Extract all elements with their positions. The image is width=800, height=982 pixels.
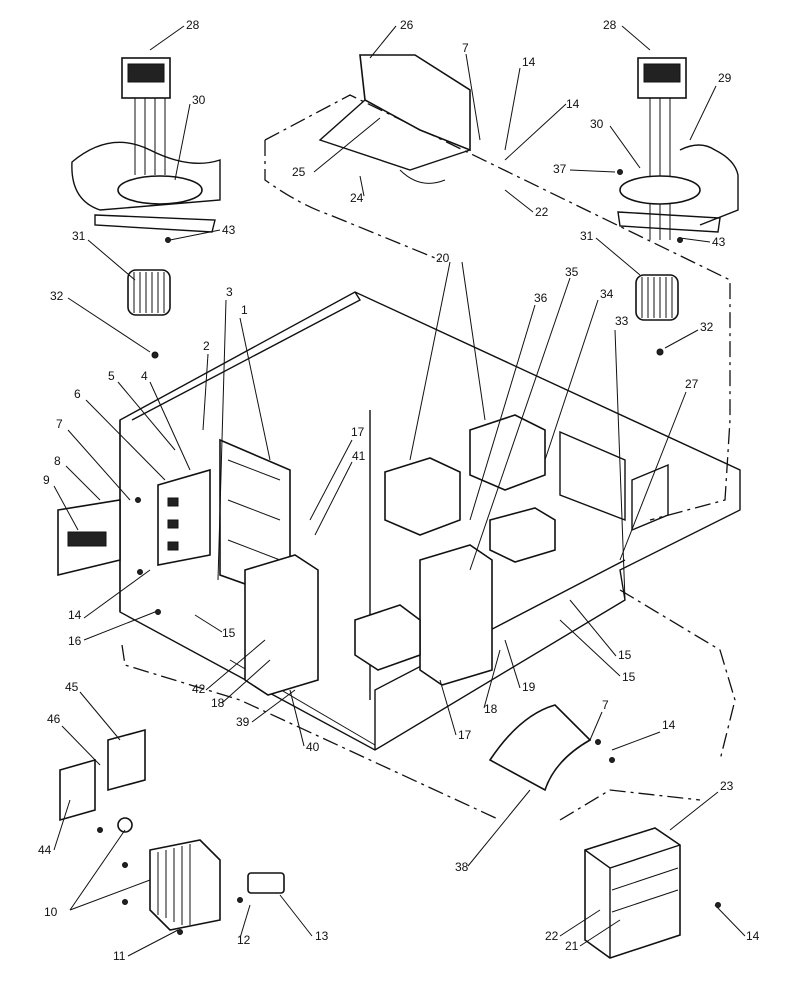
callout: 6 [74, 387, 81, 401]
door-panel-38 [488, 704, 592, 792]
transformer-box-23 [584, 827, 681, 959]
part-callouts: 28 26 7 14 14 28 29 30 30 37 25 24 22 43… [38, 18, 760, 963]
callout: 22 [545, 929, 559, 943]
callout: 39 [236, 715, 250, 729]
callout: 45 [65, 680, 79, 694]
fan-assembly-right [617, 57, 739, 356]
transformers [244, 414, 556, 696]
callout: 11 [113, 949, 126, 963]
callout: 3 [226, 285, 233, 299]
blower-wheel-right [635, 274, 679, 321]
callout: 4 [141, 369, 148, 383]
callout: 42 [192, 682, 206, 696]
callout: 14 [566, 97, 580, 111]
callout: 32 [50, 289, 64, 303]
callout: 24 [350, 191, 364, 205]
callout: 15 [222, 626, 236, 640]
bracket-45 [59, 728, 146, 822]
callout: 22 [535, 205, 549, 219]
callout: 8 [54, 454, 61, 468]
callout: 30 [192, 93, 206, 107]
callout: 46 [47, 712, 61, 726]
callout: 10 [44, 905, 58, 919]
callout: 17 [458, 728, 472, 742]
callout: 18 [484, 702, 498, 716]
callout: 31 [580, 229, 594, 243]
callout: 40 [306, 740, 320, 754]
callout: 29 [718, 71, 732, 85]
callout: 21 [565, 939, 579, 953]
callout: 37 [553, 162, 567, 176]
callout: 19 [522, 680, 536, 694]
callout: 15 [622, 670, 636, 684]
callout: 30 [590, 117, 604, 131]
callout: 7 [56, 417, 63, 431]
air-duct [318, 54, 471, 184]
callout: 14 [68, 608, 82, 622]
callout: 27 [685, 377, 699, 391]
callout: 33 [615, 314, 629, 328]
callout: 36 [534, 291, 548, 305]
callout: 18 [211, 696, 225, 710]
callout: 9 [43, 473, 50, 487]
callout: 35 [565, 265, 579, 279]
bracket-9 [57, 499, 121, 577]
callout: 44 [38, 843, 52, 857]
blower-wheel-left [127, 269, 171, 316]
callout: 43 [222, 223, 236, 237]
callout: 28 [603, 18, 617, 32]
component-13 [247, 872, 285, 894]
control-board [157, 438, 291, 602]
callout: 14 [522, 55, 536, 69]
callout: 15 [618, 648, 632, 662]
callout: 26 [400, 18, 414, 32]
callout: 14 [746, 929, 760, 943]
callout: 25 [292, 165, 306, 179]
callout: 43 [712, 235, 726, 249]
callout: 20 [436, 251, 450, 265]
callout: 2 [203, 339, 210, 353]
callout: 28 [186, 18, 200, 32]
callout: 13 [315, 929, 329, 943]
callout: 1 [241, 303, 248, 317]
heatsink-10 [117, 817, 221, 931]
callout: 31 [72, 229, 86, 243]
callout: 32 [700, 320, 714, 334]
callout: 14 [662, 718, 676, 732]
callout: 34 [600, 287, 614, 301]
fan-assembly-left [71, 57, 221, 359]
cavity-wall [559, 430, 669, 532]
fasteners [97, 169, 721, 935]
callout: 23 [720, 779, 734, 793]
callout: 41 [352, 449, 366, 463]
callout: 12 [237, 933, 251, 947]
callout: 7 [462, 41, 469, 55]
callout: 5 [108, 369, 115, 383]
leader-lines [53, 25, 746, 957]
cover-outline [121, 94, 736, 821]
callout: 16 [68, 634, 82, 648]
callout: 7 [602, 698, 609, 712]
callout: 38 [455, 860, 469, 874]
callout: 17 [351, 425, 365, 439]
